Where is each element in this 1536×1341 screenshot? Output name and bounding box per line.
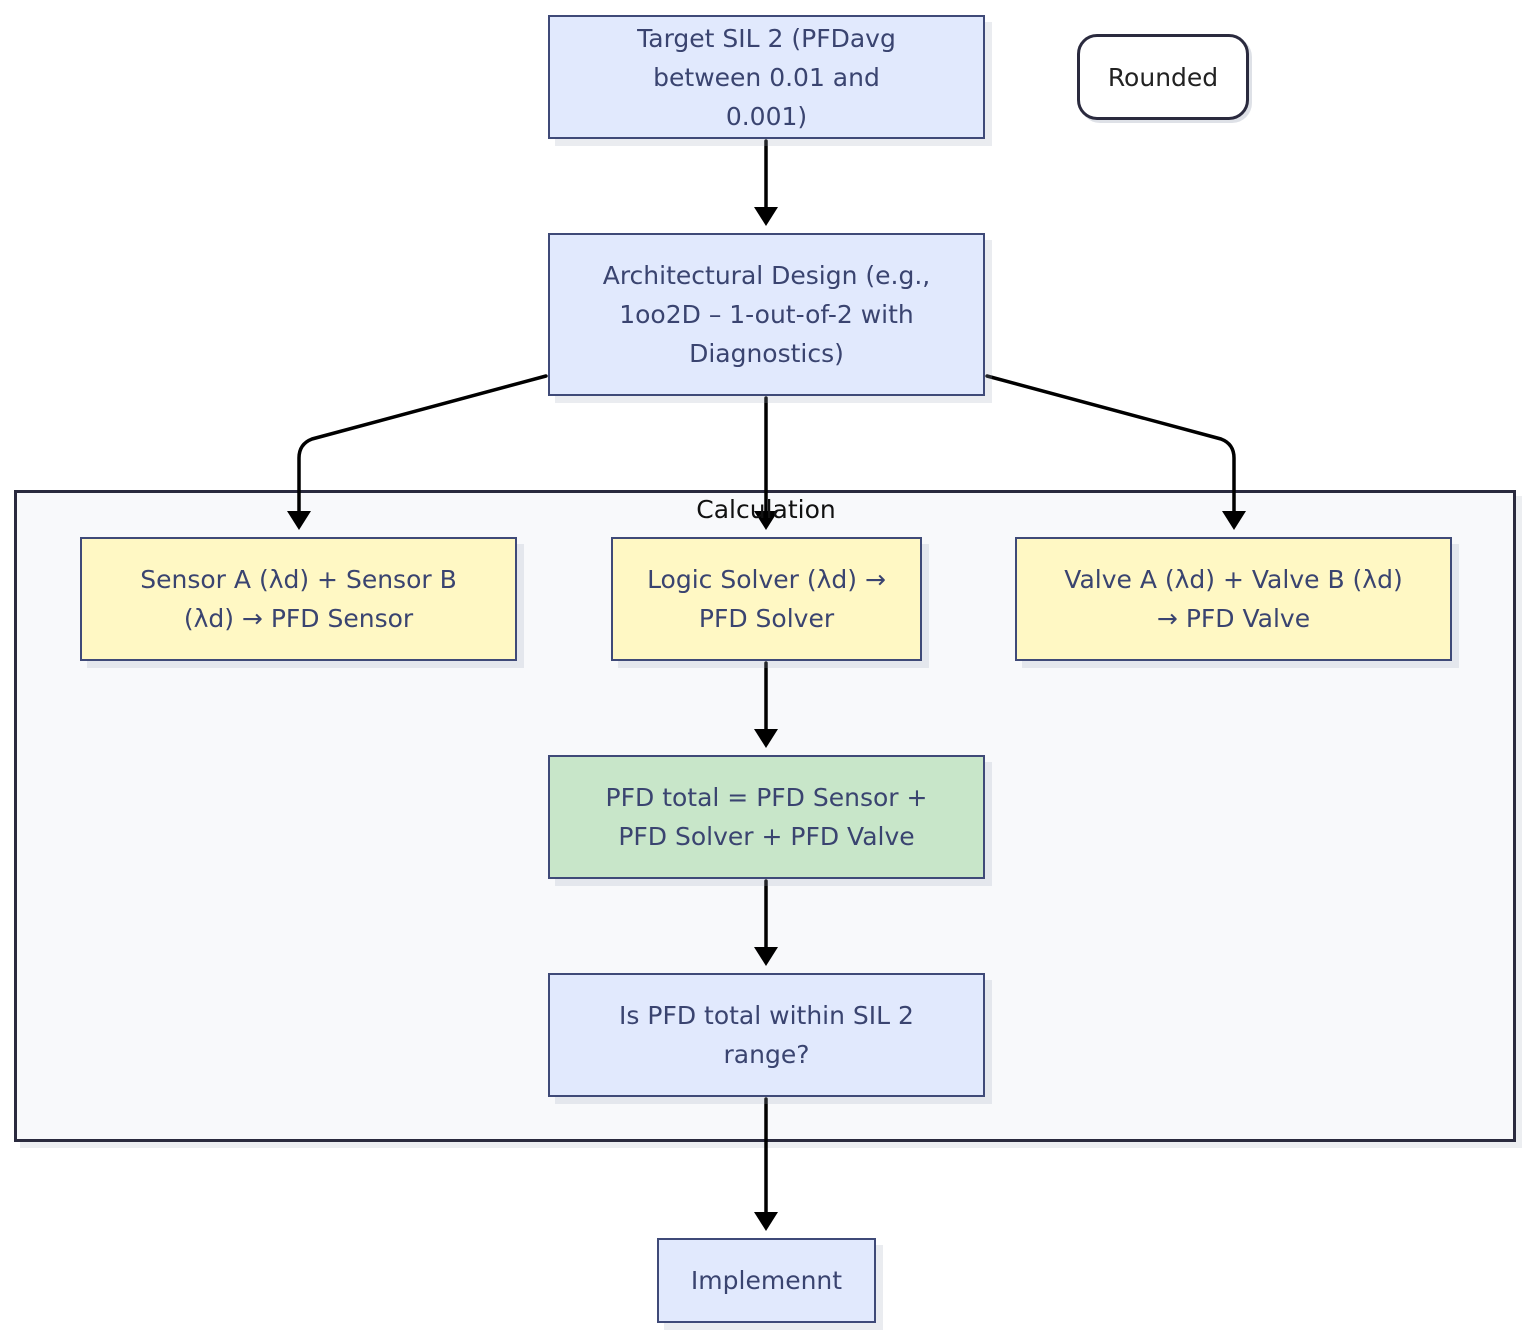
sensor-pfd-node: Sensor A (λd) + Sensor B (λd) → PFD Sens… — [80, 537, 517, 661]
sil2-range-check-node: Is PFD total within SIL 2 range? — [548, 973, 985, 1097]
pfd-total-node: PFD total = PFD Sensor + PFD Solver + PF… — [548, 755, 985, 879]
arrowhead-implement — [754, 1212, 778, 1231]
arrowhead-architecture — [754, 207, 778, 226]
implement-node: Implemennt — [657, 1238, 876, 1323]
legend-rounded-box: Rounded — [1077, 34, 1249, 120]
target-sil-node: Target SIL 2 (PFDavg between 0.01 and 0.… — [548, 15, 985, 139]
valve-pfd-node: Valve A (λd) + Valve B (λd) → PFD Valve — [1015, 537, 1452, 661]
calculation-cluster-label: Calculation — [696, 495, 836, 524]
architectural-design-node: Architectural Design (e.g., 1oo2D – 1-ou… — [548, 233, 985, 396]
logic-solver-pfd-node: Logic Solver (λd) → PFD Solver — [611, 537, 922, 661]
